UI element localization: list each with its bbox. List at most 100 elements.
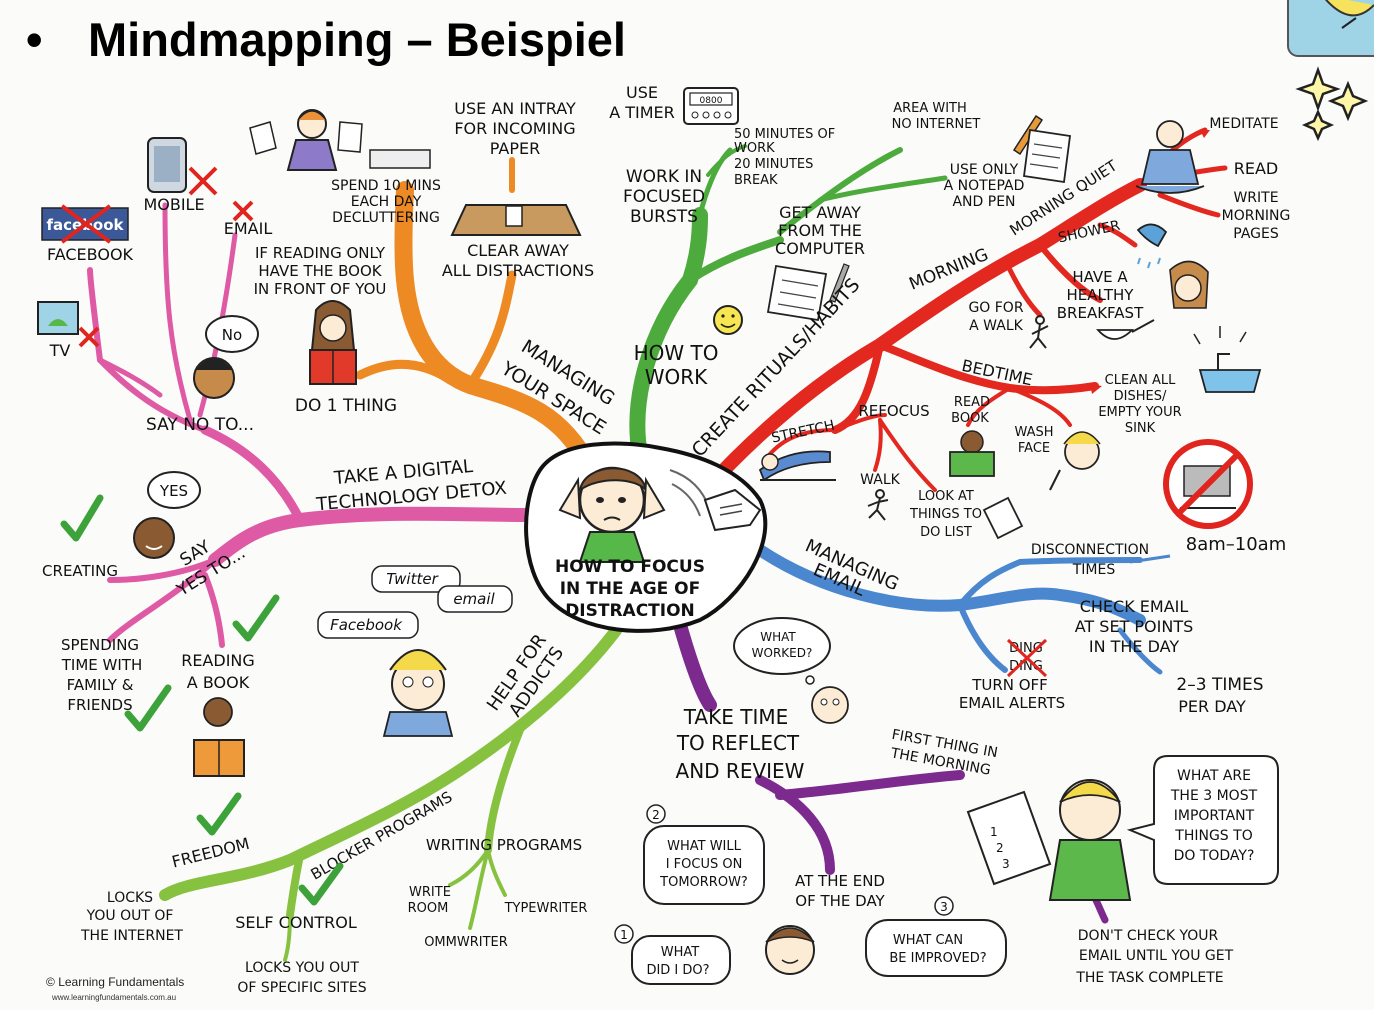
arrows	[1090, 130, 1210, 394]
corner-sun-decoration	[1287, 0, 1374, 57]
most-important-line-1: WHAT ARE	[1177, 768, 1251, 784]
no-label: No	[222, 326, 242, 344]
q2-number: 2	[652, 808, 660, 822]
check-marks	[60, 494, 344, 906]
dishes-line-2: DISHES/	[1114, 389, 1167, 404]
copyright-icon: ©	[46, 975, 55, 989]
tv-label: TV	[49, 341, 71, 360]
typewriter-label: TYPEWRITER	[504, 901, 588, 916]
q2-line-2: I FOCUS ON	[666, 857, 743, 872]
branch-managing-space	[355, 157, 599, 477]
intray-line-3: PAPER	[490, 139, 540, 158]
read-book-line-1: READ	[954, 395, 990, 410]
end-of-day-line-1: AT THE END	[795, 872, 885, 890]
center-title-line3: DISTRACTION	[565, 601, 695, 621]
timer-line-1: USE	[626, 83, 658, 102]
wash-face-line-1: WASH	[1014, 425, 1053, 440]
timer-icon: 0800	[683, 87, 739, 125]
most-important-line-3: IMPORTANT	[1174, 808, 1255, 824]
dishes-line-4: SINK	[1125, 421, 1156, 436]
q3-line-2: BE IMPROVED?	[889, 951, 986, 966]
q3-line-1: WHAT CAN	[893, 933, 963, 948]
managing-email-group: MANAGING EMAIL DISCONNECTION TIMES 8am–1…	[802, 439, 1286, 716]
check-icon	[60, 494, 104, 542]
sparkle-icon	[1295, 66, 1369, 142]
disconnection-line-1: DISCONNECTION	[1031, 542, 1149, 558]
hours-arrow	[1129, 554, 1171, 564]
person-holding-papers-illustration	[249, 109, 431, 171]
mobile-label: MOBILE	[143, 195, 204, 214]
copyright-url: www.learningfundamentals.com.au	[52, 993, 177, 1002]
copyright-text: Learning Fundamentals	[58, 975, 185, 989]
twitter-bubble: Twitter	[371, 565, 461, 593]
away-line-3: COMPUTER	[775, 239, 865, 258]
email-label: EMAIL	[224, 219, 273, 238]
email-bubble-label: email	[453, 590, 495, 608]
todo-line-1: LOOK AT	[918, 489, 974, 504]
breakfast-line-1: HAVE A	[1072, 268, 1128, 286]
one-thing-label: DO 1 THING	[295, 396, 397, 416]
email-cross-icon	[232, 200, 254, 222]
todo-line-3: DO LIST	[920, 525, 972, 540]
minutes-line-1: 50 MINUTES OF	[734, 127, 835, 142]
facebook-label: FACEBOOK	[47, 245, 134, 264]
minutes-line-2: WORK	[734, 141, 775, 156]
minutes-line-3: 20 MINUTES	[734, 157, 813, 172]
focused-line-2: FOCUSED	[623, 187, 705, 207]
timer-line-2: A TIMER	[609, 103, 675, 122]
stressed-person-illustration	[558, 466, 762, 563]
locks-internet-line-2: YOU OUT OF	[86, 908, 174, 924]
branch-managing-email	[754, 544, 1163, 675]
most-important-line-5: DO TODAY?	[1174, 848, 1255, 864]
boy-reading-orange-book-illustration	[193, 697, 245, 777]
question-3-bubble: 3 WHAT CAN BE IMPROVED?	[865, 896, 1007, 977]
freedom-label: FREEDOM	[170, 834, 252, 872]
thinking-person-illustration	[811, 686, 849, 724]
declutter-line-3: DECLUTTERING	[332, 210, 440, 226]
managing-space-group: MANAGING YOUR SPACE SPEND 10 MINS EACH D…	[249, 99, 619, 439]
reading-line-1: IF READING ONLY	[255, 244, 386, 262]
ommwriter-label: OMMWRITER	[424, 935, 508, 950]
meditating-person-illustration	[1135, 120, 1205, 194]
times-line-2: PER DAY	[1178, 697, 1246, 716]
tv-icon	[37, 301, 100, 348]
reflecting-boy-illustration	[765, 925, 815, 975]
meditate-label: MEDITATE	[1209, 116, 1278, 132]
timer-display: 0800	[700, 96, 723, 106]
declutter-line-1: SPEND 10 MINS	[331, 178, 441, 194]
paper-pencil-icon	[766, 263, 850, 322]
mobile-phone-icon	[147, 137, 218, 196]
check-icon	[232, 594, 280, 642]
boy-washing-face-illustration	[1049, 431, 1101, 491]
branch-detox	[87, 202, 535, 648]
yes-label: YES	[159, 482, 188, 500]
email-bubble: email	[437, 585, 513, 613]
say-no-label: SAY NO TO...	[146, 415, 254, 435]
notepad-line-1: USE ONLY	[950, 162, 1019, 178]
clear-line-1: CLEAR AWAY	[467, 241, 569, 260]
notepad-line-2: A NOTEPAD	[944, 178, 1025, 194]
checklist-icon	[982, 496, 1024, 540]
no-speech-bubble: No	[205, 315, 259, 353]
self-control-label: SELF CONTROL	[235, 913, 357, 932]
reading-book-line-2: A BOOK	[187, 673, 250, 692]
walk-morning-line-2: A WALK	[969, 318, 1023, 334]
breakfast-line-3: BREAKFAST	[1057, 304, 1144, 322]
write-room-line-1: WRITE	[409, 885, 451, 900]
woman-face-illustration	[1169, 260, 1209, 309]
pencil-icon	[1012, 114, 1044, 156]
reading-book-line-1: READING	[181, 651, 255, 670]
locks-sites-line-2: OF SPECIFIC SITES	[237, 980, 366, 996]
q3-number: 3	[940, 900, 948, 914]
dont-check-line-3: THE TASK COMPLETE	[1075, 970, 1223, 986]
facebook-bubble: Facebook	[317, 611, 419, 639]
family-line-3: FAMILY &	[67, 676, 134, 694]
q2-line-3: TOMORROW?	[659, 875, 748, 890]
anxious-person-illustration	[382, 649, 454, 737]
walk-label: WALK	[860, 472, 900, 488]
how-to-work-label: HOW TO	[634, 341, 719, 365]
write-room-line-2: ROOM	[408, 901, 449, 916]
check-icon	[298, 862, 344, 906]
q1-number: 1	[620, 928, 628, 942]
